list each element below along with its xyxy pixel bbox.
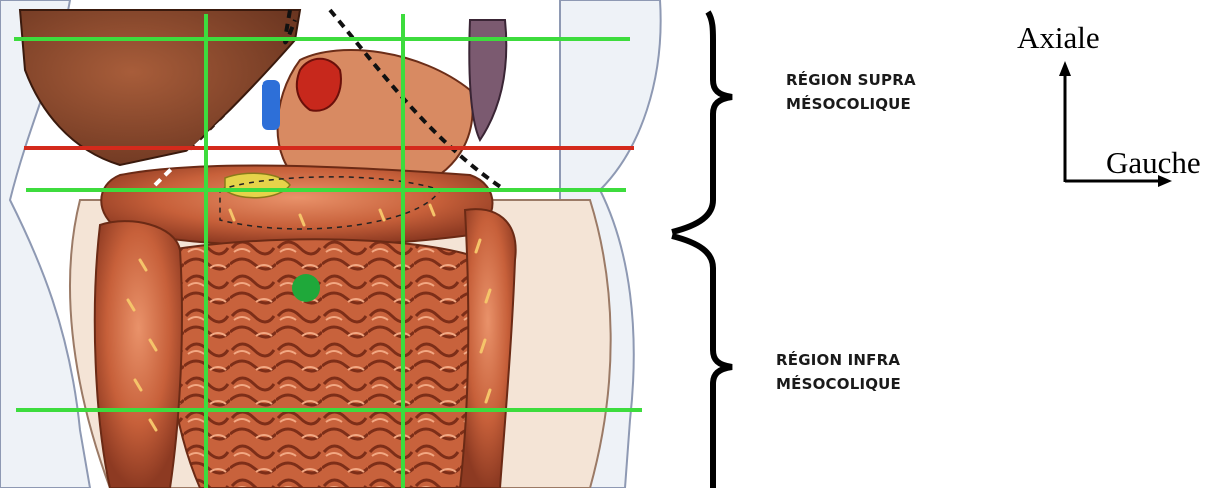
stomach [262,20,506,185]
small-intestine [166,239,478,488]
supra-mesocolic-brace [672,12,732,232]
supra-label-line2: MÉSOCOLIQUE [786,92,916,116]
infra-label-line2: MÉSOCOLIQUE [776,372,901,396]
axiale-arrowhead [1059,61,1071,76]
axis-label-gauche: Gauche [1106,147,1201,178]
supra-label-line1: RÉGION SUPRA [786,68,916,92]
infra-label-line1: RÉGION INFRA [776,348,901,372]
umbilicus-marker [292,274,320,302]
infra-mesocolic-label: RÉGION INFRA MÉSOCOLIQUE [776,348,901,396]
supra-mesocolic-label: RÉGION SUPRA MÉSOCOLIQUE [786,68,916,116]
ascending-colon [95,221,182,488]
axis-label-axiale: Axiale [1017,22,1100,53]
infra-mesocolic-brace [672,236,732,488]
